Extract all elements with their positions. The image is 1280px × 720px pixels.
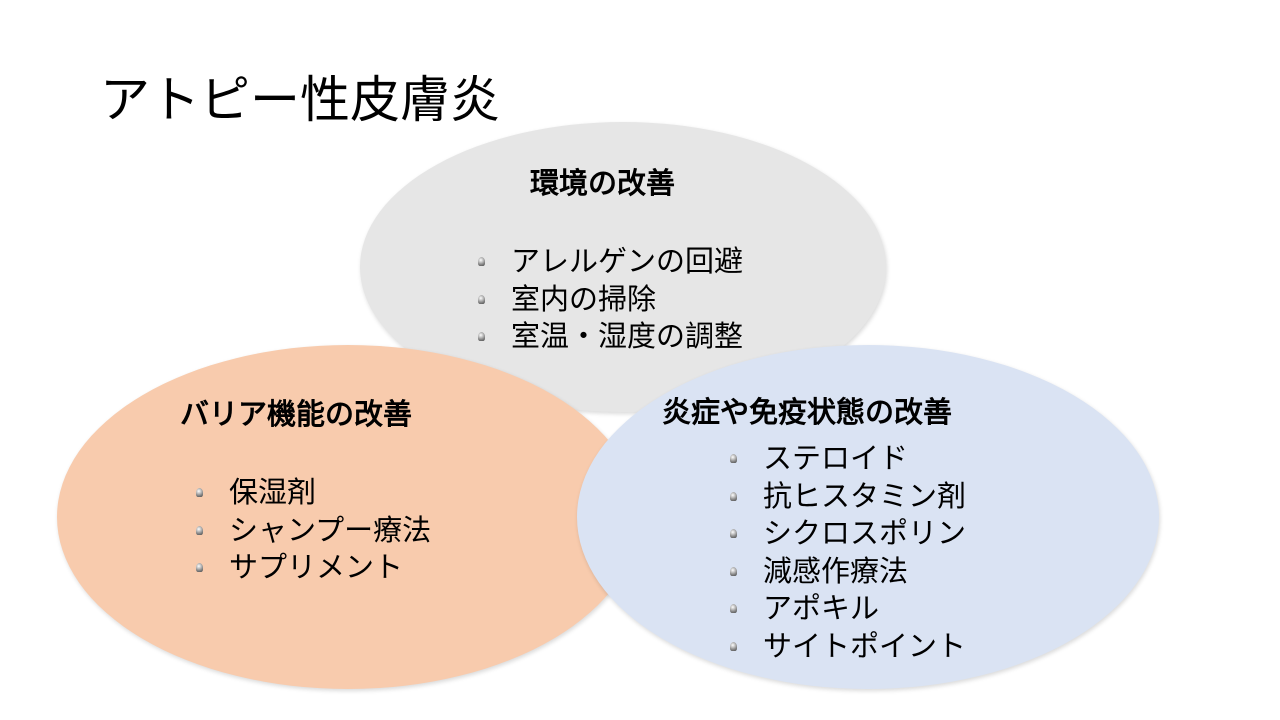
list-item: アレルゲンの回避 [478,243,743,281]
list-item: ステロイド [730,440,966,478]
slide-title: アトピー性皮膚炎 [100,71,500,129]
bullet-icon [730,529,737,539]
bullet-icon [478,257,485,267]
bullet-icon [478,294,485,304]
list-item: サイトポイント [730,628,966,666]
bullet-icon [730,491,737,501]
list-item: 室温・湿度の調整 [478,318,743,356]
list-item: シャンプー療法 [196,512,431,550]
bullet-icon [478,332,485,342]
bullet-icon [730,454,737,464]
bullet-icon [196,488,203,498]
inflammation-heading: 炎症や免疫状態の改善 [662,395,953,429]
bullet-icon [196,563,203,573]
list-item: 室内の掃除 [478,281,743,319]
bullet-icon [730,566,737,576]
barrier-ellipse [57,345,639,689]
inflammation-ellipse [577,345,1159,689]
list-item: サプリメント [196,549,431,587]
bullet-icon [730,641,737,651]
list-item: アポキル [730,590,966,628]
list-item: 減感作療法 [730,553,966,591]
list-item: 抗ヒスタミン剤 [730,478,966,516]
environment-list: アレルゲンの回避 室内の掃除 室温・湿度の調整 [478,243,743,356]
barrier-heading: バリア機能の改善 [180,397,413,431]
inflammation-list: ステロイド 抗ヒスタミン剤 シクロスポリン 減感作療法 アポキル サイトポイント [730,440,966,665]
bullet-icon [730,604,737,614]
list-item: シクロスポリン [730,515,966,553]
barrier-list: 保湿剤 シャンプー療法 サプリメント [196,474,431,587]
environment-heading: 環境の改善 [530,166,676,200]
bullet-icon [196,525,203,535]
list-item: 保湿剤 [196,474,431,512]
